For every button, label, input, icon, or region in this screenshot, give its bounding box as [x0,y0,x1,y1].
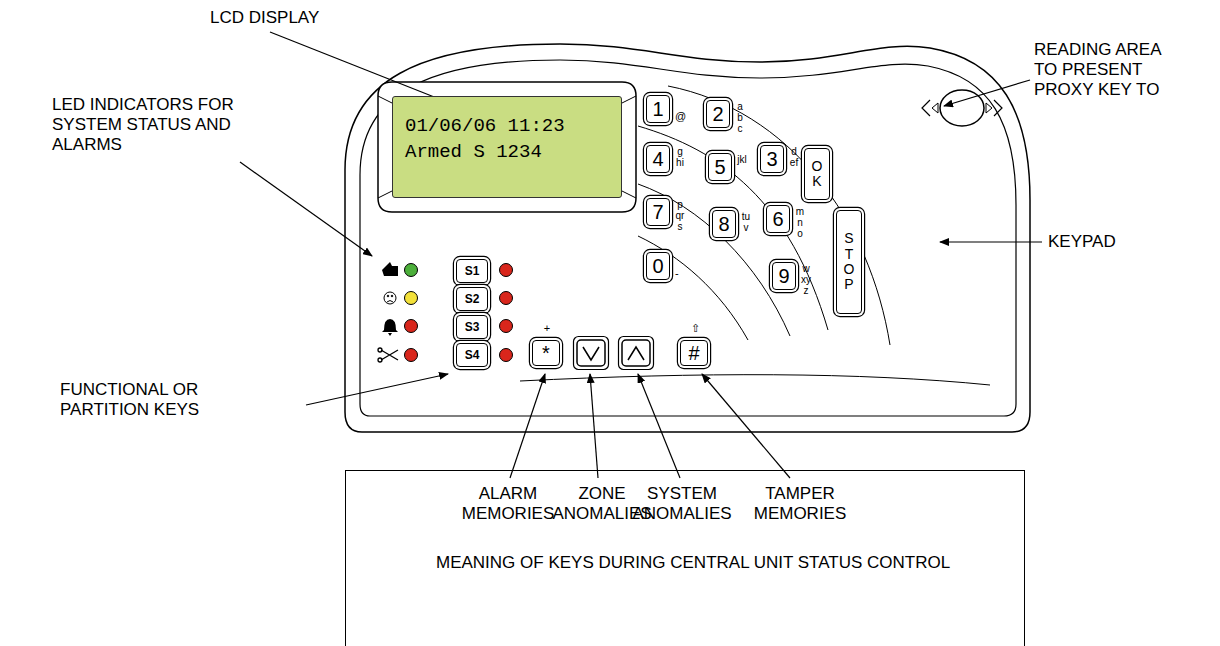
partition-key: S2 [456,287,488,311]
keypad-key: 6mno [766,205,790,233]
key-sub-legend: def [789,146,799,168]
hand-icon [382,262,398,276]
keypad-arc [638,236,748,340]
keypad-key: STOP [836,210,862,314]
lcd-text: Armed S 1234 [405,139,609,165]
lcd-screen: 01/06/06 11:23Armed S 1234 [392,96,622,198]
key-sub-legend: abc [735,101,745,134]
housing-inner [360,60,1016,416]
key-sub-legend: + [533,322,561,334]
key-legend: S3 [465,317,480,337]
keypad-key: *+ [532,340,560,366]
key-legend: 2 [712,104,723,124]
key-sub-legend: pqrs [675,199,685,232]
callout-label: FUNCTIONAL OR PARTITION KEYS [60,380,210,420]
callout-label: KEYPAD [1048,232,1148,252]
keypad-key: 2abc [706,100,730,128]
reader-triangles [932,103,992,113]
key-legend: 7 [652,202,663,222]
led-red [500,292,513,305]
keypad-key: 1@ [646,95,670,123]
callout-label: LED INDICATORS FOR SYSTEM STATUS AND ALA… [52,95,252,155]
key-legend: # [688,343,699,363]
led-yellow [405,292,418,305]
sad-face-icon [384,292,396,304]
key-legend: 3 [766,149,777,169]
key-sub-legend: wxyz [801,263,811,296]
keypad-key: 3def [760,145,784,173]
led-red [500,320,513,333]
reader-waves [922,100,1002,116]
callout-label: ALARM MEMORIES [458,484,558,524]
key-legend: S4 [465,345,480,365]
partition-key: S4 [456,343,488,367]
key-legend: 0 [652,256,663,276]
keypad-arc [638,126,828,330]
key-sub-legend: ghi [675,146,685,168]
keypad-key: 7pqrs [646,198,670,226]
callout-label: TAMPER MEMORIES [750,484,850,524]
down-key [574,337,609,370]
key-sub-legend: ⇧ [681,322,709,334]
key-legend: 9 [778,266,789,286]
key-legend: S2 [465,289,480,309]
key-legend: STOP [842,231,856,293]
key-sub-legend: mno [795,206,805,239]
key-legend: 8 [718,214,729,234]
keypad-key: 4ghi [646,145,670,173]
led-green [405,264,418,277]
key-legend: 6 [772,209,783,229]
lcd-bezel-corners [378,96,636,198]
key-legend: S1 [465,261,480,281]
keypad-arc [668,86,890,345]
keypad-key: 8tuv [712,210,736,238]
callout-label: LCD DISPLAY [210,8,370,28]
led-red [405,349,418,362]
key-legend: 5 [714,157,725,177]
keypad-key: 5jkl [708,153,732,181]
key-legend: * [542,343,550,363]
led-red [500,264,513,277]
panel-caption: MEANING OF KEYS DURING CENTRAL UNIT STAT… [436,553,950,573]
partition-key: S3 [456,315,488,339]
key-sub-legend: - [675,267,679,279]
key-sub-legend: tuv [741,211,751,233]
key-legend: 1 [652,99,663,119]
keypad-key: 9wxyz [772,262,796,290]
key-sub-legend: jkl [737,154,747,165]
callout-label: READING AREA TO PRESENT PROXY KEY TO [1034,40,1164,100]
up-key [619,337,654,370]
lcd-bezel [378,82,636,212]
scissors-icon [378,348,398,362]
bell-icon [382,319,398,336]
led-red [500,349,513,362]
key-legend: 4 [652,149,663,169]
key-legend: OK [810,159,824,190]
keypad-key: 0- [646,252,670,280]
partition-key: S1 [456,259,488,283]
led-red [405,320,418,333]
keypad-arc [638,184,790,336]
key-sub-legend: @ [675,110,686,122]
keypad-key: OK [804,148,830,200]
callout-label: SYSTEM ANOMALIES [632,484,732,524]
lcd-text: 01/06/06 11:23 [405,113,609,139]
keypad-key: #⇧ [680,340,708,366]
leader-lines [240,32,1042,478]
